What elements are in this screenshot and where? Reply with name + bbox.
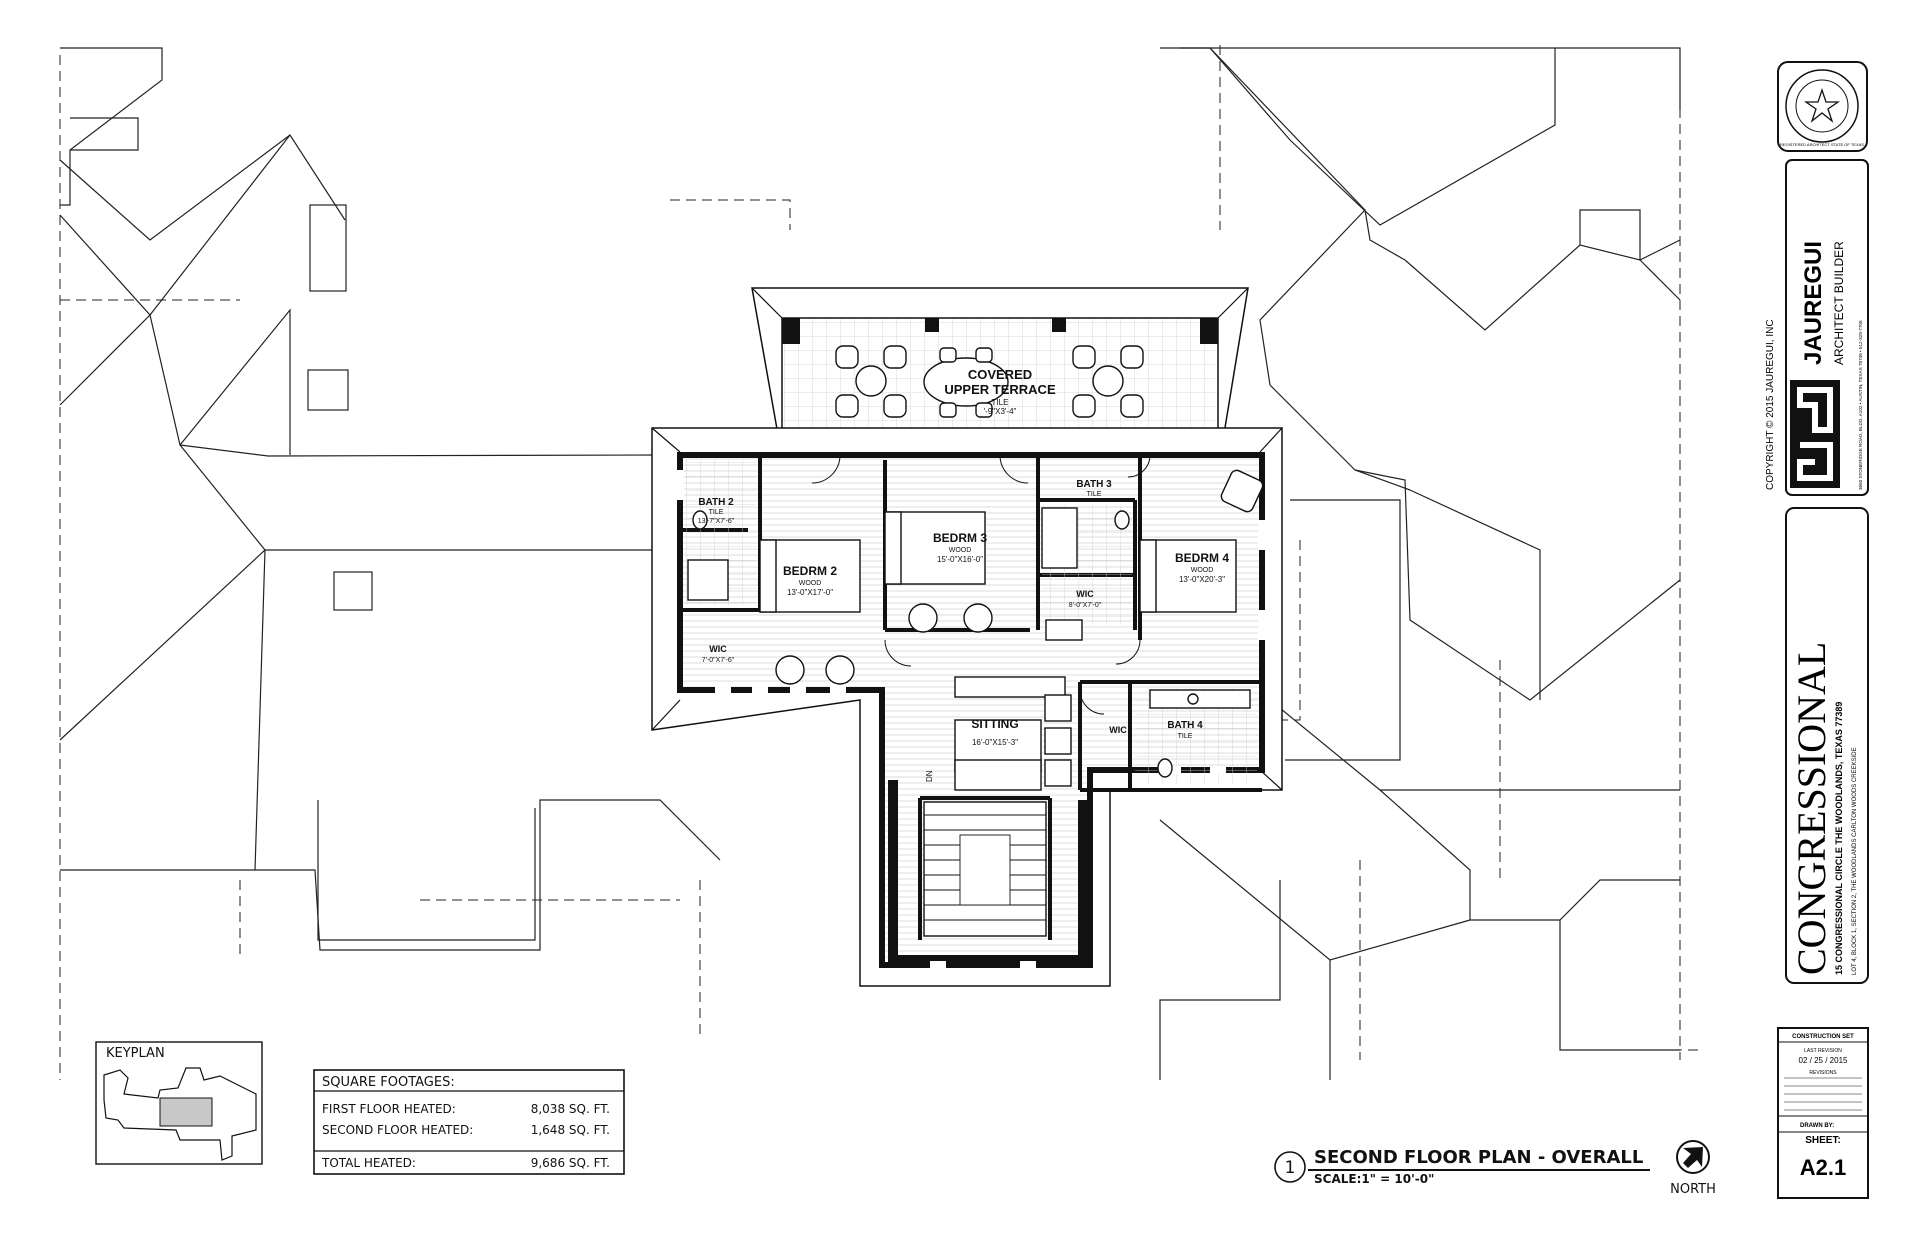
wic4-label: WIC	[1109, 725, 1127, 735]
bath4-finish: TILE	[1178, 733, 1193, 740]
bath2-finish: TILE	[709, 509, 724, 516]
keyplan-label: KEYPLAN	[106, 1046, 165, 1061]
project-address: 15 CONGRESSIONAL CIRCLE THE WOODLANDS, T…	[1834, 702, 1844, 975]
roof-linework	[59, 45, 1700, 1080]
bath4-label: BATH 4	[1167, 720, 1203, 731]
bedrm2-dims: 13'-0"X17'-0"	[787, 588, 833, 597]
bath3-label: BATH 3	[1076, 479, 1112, 490]
second-floor-plan: COVERED UPPER TERRACE TILE '-9"X3'-4" BA…	[651, 287, 1283, 987]
wic2-label: WIC	[709, 644, 727, 654]
copyright: COPYRIGHT © 2015 JAUREGUI, INC	[1765, 319, 1776, 490]
total-heated-value: 9,686 SQ. FT.	[531, 1156, 610, 1170]
keyplan: KEYPLAN	[95, 1041, 263, 1165]
terrace-label-2: UPPER TERRACE	[944, 382, 1056, 397]
firm-name: JAUREGUI	[1800, 241, 1827, 365]
architect-seal-icon	[1785, 69, 1859, 143]
bedrm3-label: BEDRM 3	[933, 531, 987, 545]
keyplan-highlight	[159, 1097, 213, 1127]
stair-dn-label: DN	[925, 770, 934, 782]
terrace-label: COVERED	[968, 367, 1032, 382]
revisions-label: REVISIONS	[1809, 1070, 1837, 1076]
last-revision-date: 02 / 25 / 2015	[1799, 1056, 1848, 1065]
second-floor-value: 1,648 SQ. FT.	[531, 1123, 610, 1137]
wic3-dims: 8'-0"X7'-0"	[1069, 602, 1102, 609]
revision-frame	[1777, 1027, 1869, 1199]
title-block: REGISTERED ARCHITECT STATE OF TEXAS COPY…	[1765, 61, 1869, 1199]
bath2-dims: 13'-7"X7'-6"	[698, 518, 735, 525]
terrace-dims: '-9"X3'-4"	[984, 407, 1017, 416]
seal-text: REGISTERED ARCHITECT STATE OF TEXAS	[1780, 142, 1864, 147]
sheet-number: A2.1	[1800, 1155, 1846, 1180]
bedrm4-finish: WOOD	[1191, 567, 1214, 574]
first-floor-value: 8,038 SQ. FT.	[531, 1102, 610, 1116]
terrace-finish: TILE	[992, 398, 1009, 407]
last-revision-label: LAST REVISION	[1804, 1048, 1842, 1054]
sitting-label: SITTING	[971, 717, 1018, 731]
project-name: CONGRESSIONAL	[1789, 642, 1834, 975]
sitting-dims: 16'-0"X15'-3"	[972, 738, 1018, 747]
bedrm4-label: BEDRM 4	[1175, 551, 1229, 565]
first-floor-label: FIRST FLOOR HEATED:	[322, 1102, 456, 1116]
north-label: NORTH	[1670, 1182, 1716, 1197]
construction-set: CONSTRUCTION SET	[1792, 1034, 1854, 1040]
square-footages-title: SQUARE FOOTAGES:	[322, 1075, 455, 1090]
drawing-title: 1 SECOND FLOOR PLAN - OVERALL SCALE:1" =…	[1274, 1140, 1716, 1197]
firm-sub: ARCHITECT BUILDER	[1832, 241, 1846, 365]
wic3-label: WIC	[1076, 589, 1094, 599]
bedrm2-finish: WOOD	[799, 580, 822, 587]
project-legal: LOT 4, BLOCK 1, SECTION 2, THE WOODLANDS…	[1852, 747, 1858, 975]
drawing-number: 1	[1285, 1158, 1296, 1178]
stair	[923, 801, 1047, 937]
second-floor-label: SECOND FLOOR HEATED:	[322, 1123, 473, 1137]
square-footages-table: SQUARE FOOTAGES: FIRST FLOOR HEATED: 8,0…	[313, 1069, 625, 1175]
bath3-finish: TILE	[1087, 491, 1102, 498]
project-frame	[1785, 507, 1869, 984]
bedrm2-label: BEDRM 2	[783, 564, 837, 578]
sheet-label: SHEET:	[1805, 1135, 1841, 1146]
firm-address: 3660 STONERIDGE ROAD, BLDG. A102 • AUSTI…	[1858, 320, 1863, 490]
wic2-dims: 7'-0"X7'-6"	[702, 657, 735, 664]
drawing-title-text: SECOND FLOOR PLAN - OVERALL	[1314, 1147, 1643, 1168]
bath2-label: BATH 2	[698, 497, 734, 508]
total-heated-label: TOTAL HEATED:	[321, 1156, 416, 1170]
drawn-by-label: DRAWN BY:	[1800, 1123, 1834, 1129]
bedrm4-dims: 13'-0"X20'-3"	[1179, 575, 1225, 584]
bedrm3-finish: WOOD	[949, 547, 972, 554]
drawing-scale: SCALE:1" = 10'-0"	[1314, 1172, 1434, 1186]
bedrm3-dims: 15'-0"X16'-0"	[937, 555, 983, 564]
